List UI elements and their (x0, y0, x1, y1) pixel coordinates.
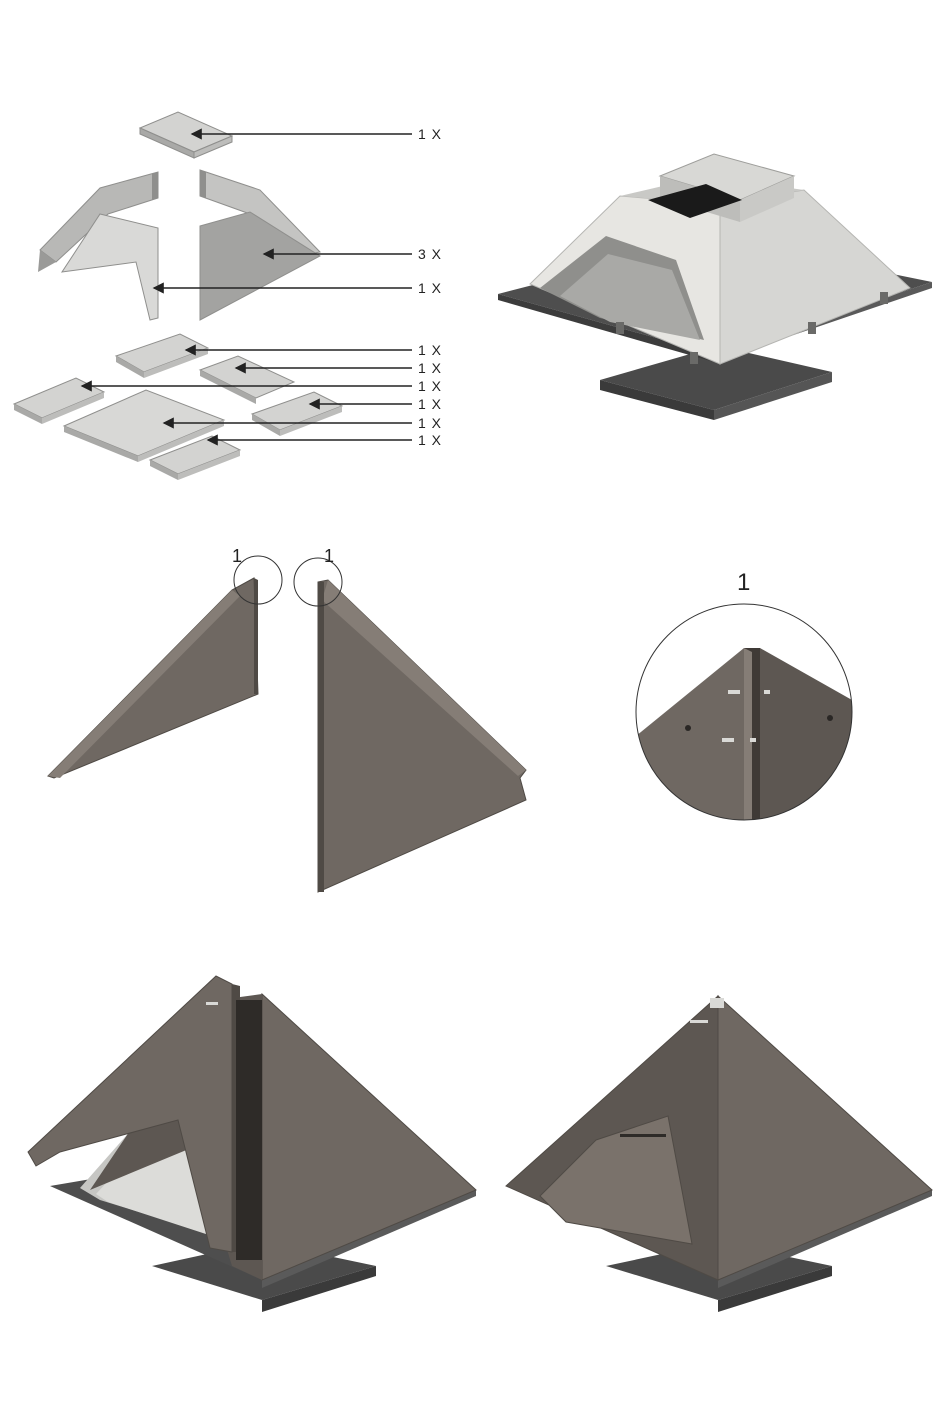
qty-label-floor-3: 1 X (418, 378, 442, 394)
qty-label-floor-4: 1 X (418, 396, 442, 412)
detail-marker-left: 1 (232, 546, 242, 566)
assembled-brick-core (498, 154, 932, 420)
detail-marker-right: 1 (324, 546, 334, 566)
magnified-detail-label: 1 (737, 569, 750, 596)
steel-side-panels: 1 1 (48, 546, 526, 892)
qty-label-floor-1: 1 X (418, 342, 442, 358)
left-steel-panel (48, 578, 258, 778)
left-wall-bricks (38, 172, 158, 320)
cap-brick (140, 112, 232, 158)
qty-label-floor-6: 1 X (418, 432, 442, 448)
right-steel-panel (318, 580, 526, 892)
right-wall-bricks (200, 170, 320, 320)
final-assembly-closed (506, 996, 932, 1312)
quantity-labels: 1 X 3 X 1 X 1 X 1 X 1 X 1 X 1 X 1 X (418, 126, 442, 448)
magnified-detail: 1 (630, 569, 860, 830)
qty-label-cap: 1 X (418, 126, 442, 142)
qty-label-floor-2: 1 X (418, 360, 442, 376)
qty-label-side-wall: 3 X (418, 246, 442, 262)
qty-label-floor-5: 1 X (418, 415, 442, 431)
floor-bricks (14, 334, 342, 480)
exploded-firebrick-parts: 1 X 3 X 1 X 1 X 1 X 1 X 1 X 1 X 1 X (14, 112, 442, 480)
final-assembly-open-door (28, 976, 476, 1312)
qty-label-front-wall: 1 X (418, 280, 442, 296)
